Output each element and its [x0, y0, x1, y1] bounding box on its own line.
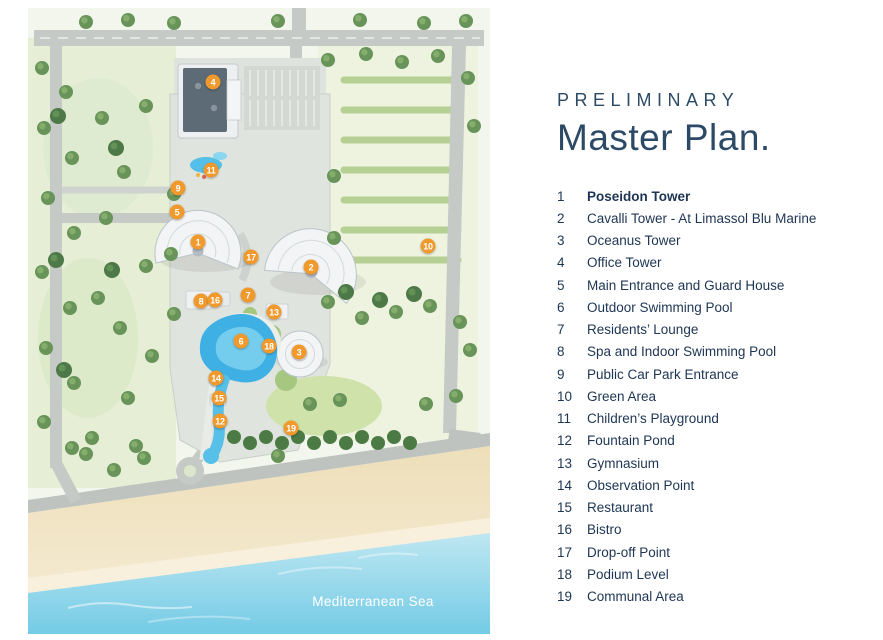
map-marker-16: 16 [207, 292, 223, 308]
legend-item-label: Poseidon Tower [587, 188, 691, 204]
parking-lot [244, 66, 320, 130]
roundabout [176, 457, 204, 485]
legend-item-number: 7 [557, 322, 565, 338]
legend-item: 15 Restaurant [557, 497, 869, 519]
legend-item: 17 Drop-off Point [557, 541, 869, 563]
legend-item: 5 Main Entrance and Guard House [557, 274, 869, 296]
legend-item-label: Fountain Pond [587, 433, 675, 449]
legend-item-number: 17 [557, 544, 573, 560]
legend-item: 11 Children’s Playground [557, 408, 869, 430]
legend-item-label: Communal Area [587, 589, 684, 605]
legend-item: 19 Communal Area [557, 586, 869, 608]
map-marker-17: 17 [243, 249, 259, 265]
legend-item-number: 1 [557, 188, 565, 204]
legend-item: 16 Bistro [557, 519, 869, 541]
legend-item-number: 3 [557, 233, 565, 249]
legend-item-label: Residents’ Lounge [587, 322, 699, 338]
legend-item: 7 Residents’ Lounge [557, 319, 869, 341]
legend-item: 3 Oceanus Tower [557, 230, 869, 252]
legend-item: 10 Green Area [557, 385, 869, 407]
legend-list: 1 Poseidon Tower 2 Cavalli Tower - At Limas… [557, 185, 869, 608]
map-marker-2: 2 [303, 259, 319, 275]
legend-item-label: Children’s Playground [587, 411, 719, 427]
legend-item: 13 Gymnasium [557, 452, 869, 474]
map-marker-7: 7 [240, 287, 256, 303]
roads [28, 8, 490, 513]
legend-item-number: 11 [557, 411, 572, 427]
legend-item-number: 19 [557, 589, 573, 605]
legend-item: 9 Public Car Park Entrance [557, 363, 869, 385]
legend-item-number: 13 [557, 455, 573, 471]
plan-title: Master Plan. [557, 117, 771, 158]
legend-item-number: 8 [557, 344, 565, 360]
sea [28, 533, 490, 634]
legend-item: 2 Cavalli Tower - At Limassol Blu Marine [557, 207, 869, 229]
legend-item: 1 Poseidon Tower [557, 185, 869, 207]
legend-item-label: Drop-off Point [587, 544, 671, 560]
sea-label: Mediterranean Sea [312, 594, 434, 609]
legend-item-label: Oceanus Tower [587, 233, 681, 249]
map-marker-11: 11 [203, 162, 219, 178]
legend-item-number: 10 [557, 388, 573, 404]
hedge-row [227, 430, 417, 450]
legend-item-label: Outdoor Swimming Pool [587, 299, 733, 315]
map-marker-18: 18 [261, 338, 277, 354]
legend-item-number: 9 [557, 366, 565, 382]
legend-panel: PRELIMINARY Master Plan. 1 Poseidon Tower… [557, 90, 869, 608]
map-marker-6: 6 [233, 333, 249, 349]
legend-item-number: 15 [557, 500, 573, 516]
map-marker-14: 14 [208, 370, 224, 386]
legend-item-label: Green Area [587, 388, 657, 404]
legend-item: 8 Spa and Indoor Swimming Pool [557, 341, 869, 363]
legend-item-label: Spa and Indoor Swimming Pool [587, 344, 777, 360]
legend-item-number: 6 [557, 299, 565, 315]
map-marker-10: 10 [420, 238, 436, 254]
map-marker-15: 15 [211, 390, 227, 406]
legend-item-label: Main Entrance and Guard House [587, 277, 785, 293]
legend-item-number: 18 [557, 566, 573, 582]
legend-item-label: Office Tower [587, 255, 662, 271]
legend-item-number: 5 [557, 277, 565, 293]
legend-item-number: 16 [557, 522, 573, 538]
map-marker-4: 4 [205, 74, 221, 90]
map-marker-13: 13 [266, 304, 282, 320]
map-marker-1: 1 [190, 234, 206, 250]
beach [28, 446, 490, 593]
map-marker-12: 12 [212, 413, 228, 429]
wave-lines [67, 552, 419, 623]
legend-item: 18 Podium Level [557, 563, 869, 585]
legend-item: 14 Observation Point [557, 474, 869, 496]
map-marker-19: 19 [283, 420, 299, 436]
map-marker-5: 5 [169, 204, 185, 220]
legend-item-number: 12 [557, 433, 573, 449]
legend-item-label: Bistro [587, 522, 622, 538]
legend-item-number: 4 [557, 255, 565, 271]
legend-item: 12 Fountain Pond [557, 430, 869, 452]
map-marker-3: 3 [291, 344, 307, 360]
legend-item-label: Podium Level [587, 566, 669, 582]
legend-item-label: Observation Point [587, 477, 695, 493]
legend-item-number: 14 [557, 477, 573, 493]
plan-kicker: PRELIMINARY [557, 90, 740, 110]
legend-item-label: Cavalli Tower - At Limassol Blu Marine [587, 210, 817, 226]
legend-item-label: Restaurant [587, 500, 654, 516]
legend-item-label: Public Car Park Entrance [587, 366, 739, 382]
map-marker-8: 8 [193, 293, 209, 309]
legend-item: 6 Outdoor Swimming Pool [557, 296, 869, 318]
map-marker-9: 9 [170, 180, 186, 196]
legend-item-number: 2 [557, 210, 565, 226]
legend-item-label: Gymnasium [587, 455, 660, 471]
legend-item: 4 Office Tower [557, 252, 869, 274]
